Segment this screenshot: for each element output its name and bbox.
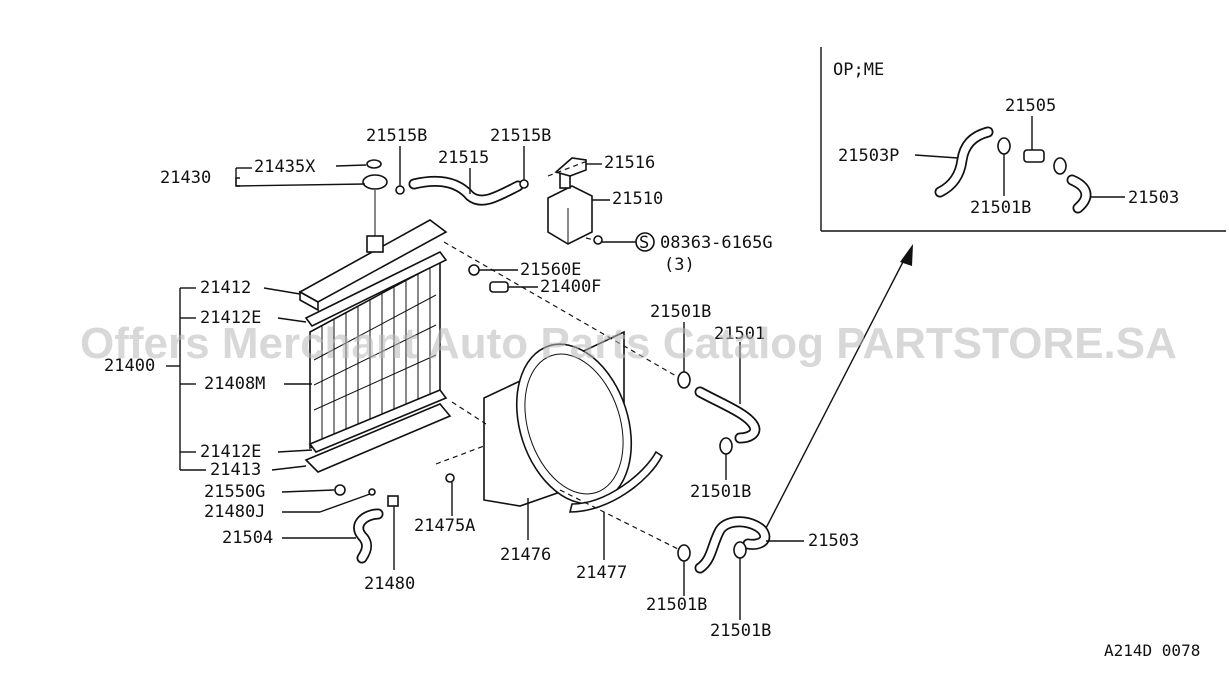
inset-label-21503: 21503 <box>1128 188 1179 208</box>
clamp-inset-2 <box>1053 157 1067 175</box>
clamp-21480 <box>387 495 399 507</box>
label-21480: 21480 <box>364 574 415 594</box>
drawing-code: A214D 0078 <box>1104 641 1200 660</box>
seal-21412e-lower <box>308 389 448 453</box>
bolt-21400f <box>489 281 509 293</box>
label-21501b-c: 21501B <box>646 595 707 615</box>
clamp-21501b-a <box>677 371 691 389</box>
label-21475a: 21475A <box>414 516 475 536</box>
inset-title: OP;ME <box>833 60 884 80</box>
label-21408m: 21408M <box>204 374 265 394</box>
label-21560e: 21560E <box>520 260 581 280</box>
screw-08363 <box>593 235 603 245</box>
part-labels: 21430 21435X 21515B 21515B 21515 21516 2… <box>104 126 859 641</box>
label-08363-qty: (3) <box>664 255 695 275</box>
arrow-head-icon <box>900 244 913 266</box>
clamp-21501b-c <box>677 544 691 562</box>
filler-neck <box>366 235 384 253</box>
connector-21505 <box>1023 149 1045 163</box>
label-21412e-a: 21412E <box>200 308 261 328</box>
label-21400: 21400 <box>104 356 155 376</box>
seal-21412e-upper <box>304 250 448 328</box>
clip-21475a <box>445 473 455 483</box>
clamp-21501b-inset <box>997 137 1011 155</box>
label-21480j: 21480J <box>204 502 265 522</box>
label-21477: 21477 <box>576 563 627 583</box>
label-21504: 21504 <box>222 528 273 548</box>
label-21501: 21501 <box>714 324 765 344</box>
inset-panel: OP;ME 21505 21503P 21501B 21503 <box>820 47 1226 232</box>
label-21412e-b: 21412E <box>200 442 261 462</box>
lower-tank-21413 <box>304 403 452 473</box>
label-21400f: 21400F <box>540 277 601 297</box>
label-21501b-a: 21501B <box>650 302 711 322</box>
clip-21480j <box>368 488 376 496</box>
leader-lines <box>166 146 804 620</box>
label-21515: 21515 <box>438 148 489 168</box>
svg-text:S: S <box>639 233 649 253</box>
label-21516: 21516 <box>604 153 655 173</box>
clamp-21501b-b <box>719 437 733 455</box>
label-21510: 21510 <box>612 189 663 209</box>
fan-shroud-21476 <box>483 330 633 507</box>
clamp-21501b-d <box>733 541 747 559</box>
label-21413: 21413 <box>210 460 261 480</box>
inset-pointer-arrow <box>764 257 906 531</box>
grommet-21560e <box>468 264 480 276</box>
label-21435x: 21435X <box>254 157 316 177</box>
inset-label-21501b: 21501B <box>970 198 1031 218</box>
label-21412: 21412 <box>200 278 251 298</box>
label-21515b-a: 21515B <box>366 126 427 146</box>
clip-21515b-b <box>519 179 529 189</box>
label-08363: 08363-6165G <box>660 233 773 253</box>
label-21503: 21503 <box>808 531 859 551</box>
label-21430: 21430 <box>160 168 211 188</box>
label-21501b-d: 21501B <box>710 621 771 641</box>
inset-label-21505: 21505 <box>1005 96 1056 116</box>
assembly-guide-lines <box>435 159 681 551</box>
lower-shroud-21477 <box>568 450 664 513</box>
reservoir-tank-21510 <box>547 171 593 245</box>
reservoir-cap-21516 <box>554 157 587 177</box>
inset-label-21503p: 21503P <box>838 146 899 166</box>
label-21476: 21476 <box>500 545 551 565</box>
radiator-cap-21430 <box>362 174 388 190</box>
label-21501b-b: 21501B <box>690 482 751 502</box>
drain-plug-21550g <box>334 484 346 496</box>
label-21550g: 21550G <box>204 482 265 502</box>
cap-seal-21435x <box>366 159 382 169</box>
watermark-text: Offers Merchant Auto Parts Catalog PARTS… <box>80 319 1177 368</box>
label-21515b-b: 21515B <box>490 126 551 146</box>
clip-21515b-a <box>395 185 405 195</box>
